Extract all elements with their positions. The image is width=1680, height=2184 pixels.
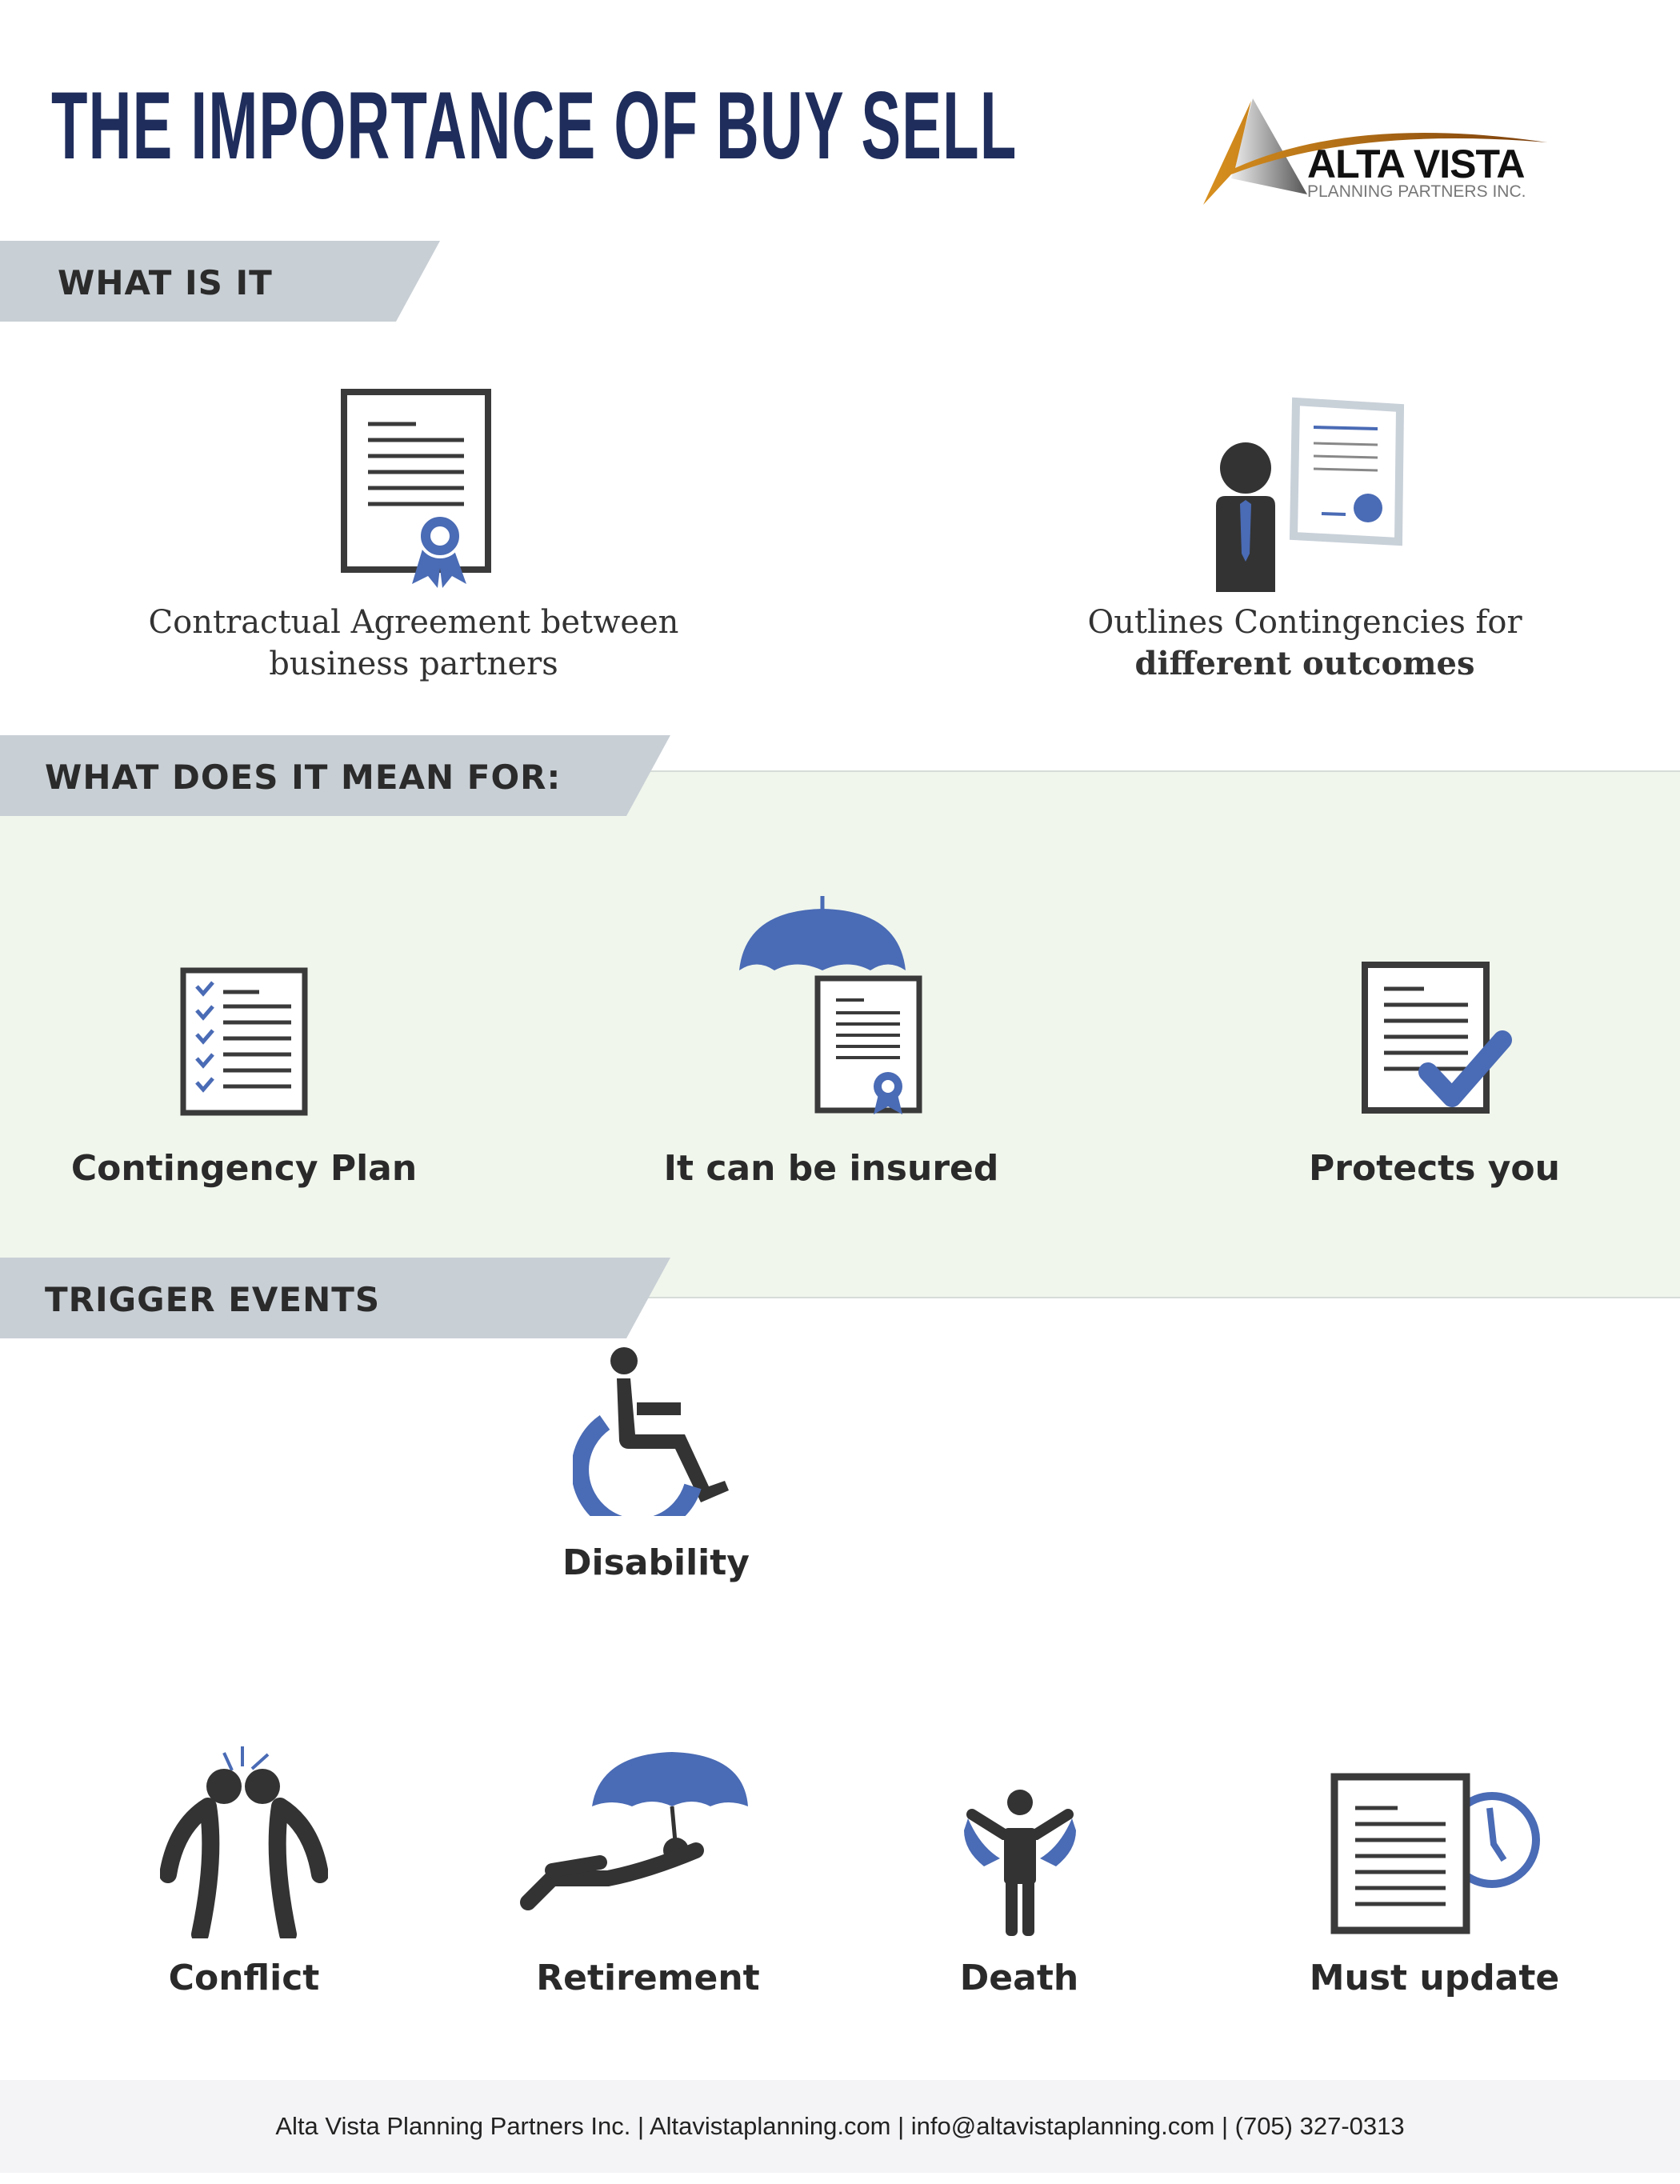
what-is-it-item: Outlines Contingencies for different out… <box>985 602 1625 685</box>
certificate-document-icon <box>341 389 491 588</box>
item-line1: Outlines Contingencies for <box>1087 604 1522 641</box>
trigger-label-death: Death <box>959 1958 1079 1998</box>
what-is-it-item: Contractual Agreement between business p… <box>94 602 734 685</box>
death-angel-icon <box>964 1790 1076 1936</box>
conflict-icon <box>160 1746 328 1938</box>
section-heading: TRIGGER EVENTS <box>45 1280 381 1319</box>
insured-document-umbrella-icon <box>739 896 922 1114</box>
trigger-label-conflict: Conflict <box>168 1958 320 1998</box>
meaning-label-protects: Protects you <box>1309 1148 1560 1189</box>
trigger-label-must-update: Must update <box>1309 1958 1560 1998</box>
meaning-label-insured: It can be insured <box>663 1148 999 1189</box>
logo-name: ALTA VISTA <box>1307 142 1525 186</box>
trigger-label-disability: Disability <box>562 1542 750 1583</box>
meaning-label-contingency: Contingency Plan <box>70 1148 418 1189</box>
logo-mark-icon <box>1203 98 1547 205</box>
logo-subtitle: PLANNING PARTNERS INC. <box>1307 182 1526 201</box>
item-line2: different outcomes <box>1134 645 1475 682</box>
retirement-icon <box>520 1752 748 1910</box>
section-heading: WHAT DOES IT MEAN FOR: <box>45 758 562 797</box>
document-checkmark-icon <box>1362 962 1512 1114</box>
wheelchair-icon <box>573 1347 729 1516</box>
person-contract-icon <box>1216 397 1405 592</box>
checklist-icon <box>180 967 308 1116</box>
logo: ALTA VISTA PLANNING PARTNERS INC. <box>1195 94 1563 210</box>
trigger-label-retirement: Retirement <box>536 1958 760 1998</box>
page-title: THE IMPORTANCE OF BUY SELL <box>51 72 1018 179</box>
item-line2: business partners <box>269 646 558 682</box>
section-banner-what-is-it: WHAT IS IT <box>0 241 440 322</box>
section-heading: WHAT IS IT <box>58 263 273 302</box>
footer-contact: Alta Vista Planning Partners Inc. | Alta… <box>0 2080 1680 2173</box>
section-banner-what-means: WHAT DOES IT MEAN FOR: <box>0 735 670 816</box>
section-banner-triggers: TRIGGER EVENTS <box>0 1258 670 1338</box>
item-line1: Contractual Agreement between <box>148 604 679 641</box>
document-clock-icon <box>1330 1773 1540 1934</box>
